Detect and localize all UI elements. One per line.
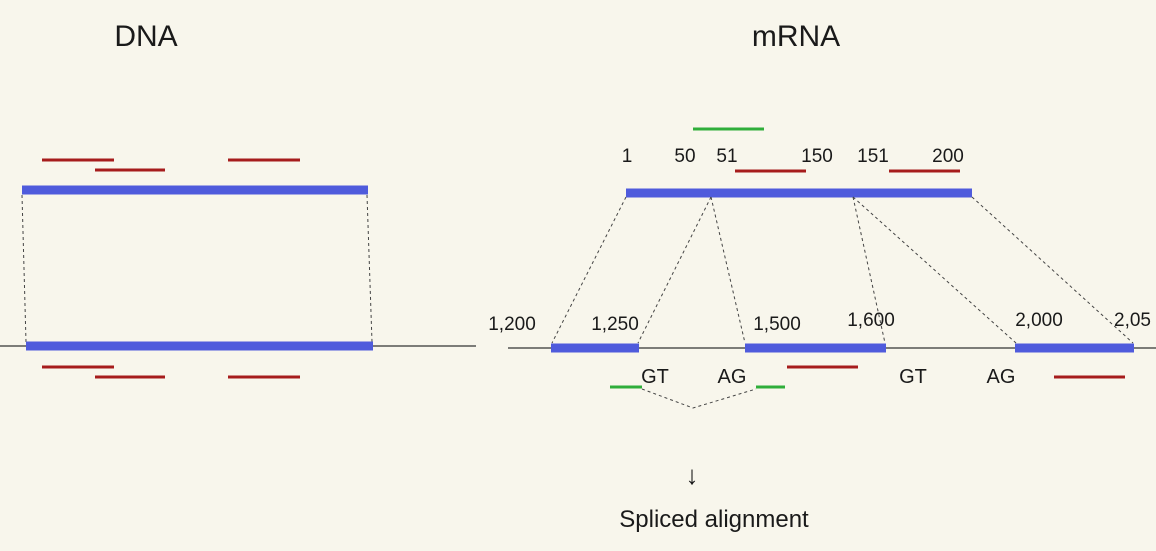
mrna-pos-1: 1 [622, 146, 633, 167]
splice-donor-1: GT [641, 366, 669, 388]
genome-pos-2000: 2,000 [1015, 310, 1063, 331]
dna-title: DNA [114, 20, 177, 53]
genome-pos-1250: 1,250 [591, 314, 639, 335]
down-arrow-icon: ↓ [686, 460, 699, 490]
mrna-panel: 1 50 51 150 151 200 1,200 1,250 1,500 1,… [488, 127, 1156, 533]
genome-pos-1500: 1,500 [753, 314, 801, 335]
genome-pos-2050: 2,05 [1114, 310, 1151, 331]
dna-connector-left [21, 194, 27, 343]
mrna-pos-151: 151 [857, 146, 889, 167]
dna-connector-right [366, 194, 373, 343]
dna-panel [0, 158, 476, 379]
mrna-pos-51: 51 [716, 146, 737, 167]
splice-donor-2: GT [899, 366, 927, 388]
mrna-pos-50: 50 [674, 146, 695, 167]
mrna-connectors [551, 196, 1134, 344]
connector-exon2-start [710, 196, 746, 344]
connector-exon3-start [852, 196, 1017, 344]
splice-junction-link [641, 388, 757, 409]
connector-exon1-end [637, 196, 712, 344]
splice-acceptor-2: AG [987, 366, 1016, 388]
connector-exon3-end [971, 196, 1134, 344]
genome-pos-1200: 1,200 [488, 314, 536, 335]
mrna-pos-200: 200 [932, 146, 964, 167]
genome-pos-1600: 1,600 [847, 310, 895, 331]
connector-exon2-end [852, 196, 886, 344]
splice-acceptor-1: AG [718, 366, 747, 388]
mrna-title: mRNA [752, 20, 840, 53]
caption-spliced-alignment: Spliced alignment [619, 506, 809, 533]
mrna-pos-150: 150 [801, 146, 833, 167]
